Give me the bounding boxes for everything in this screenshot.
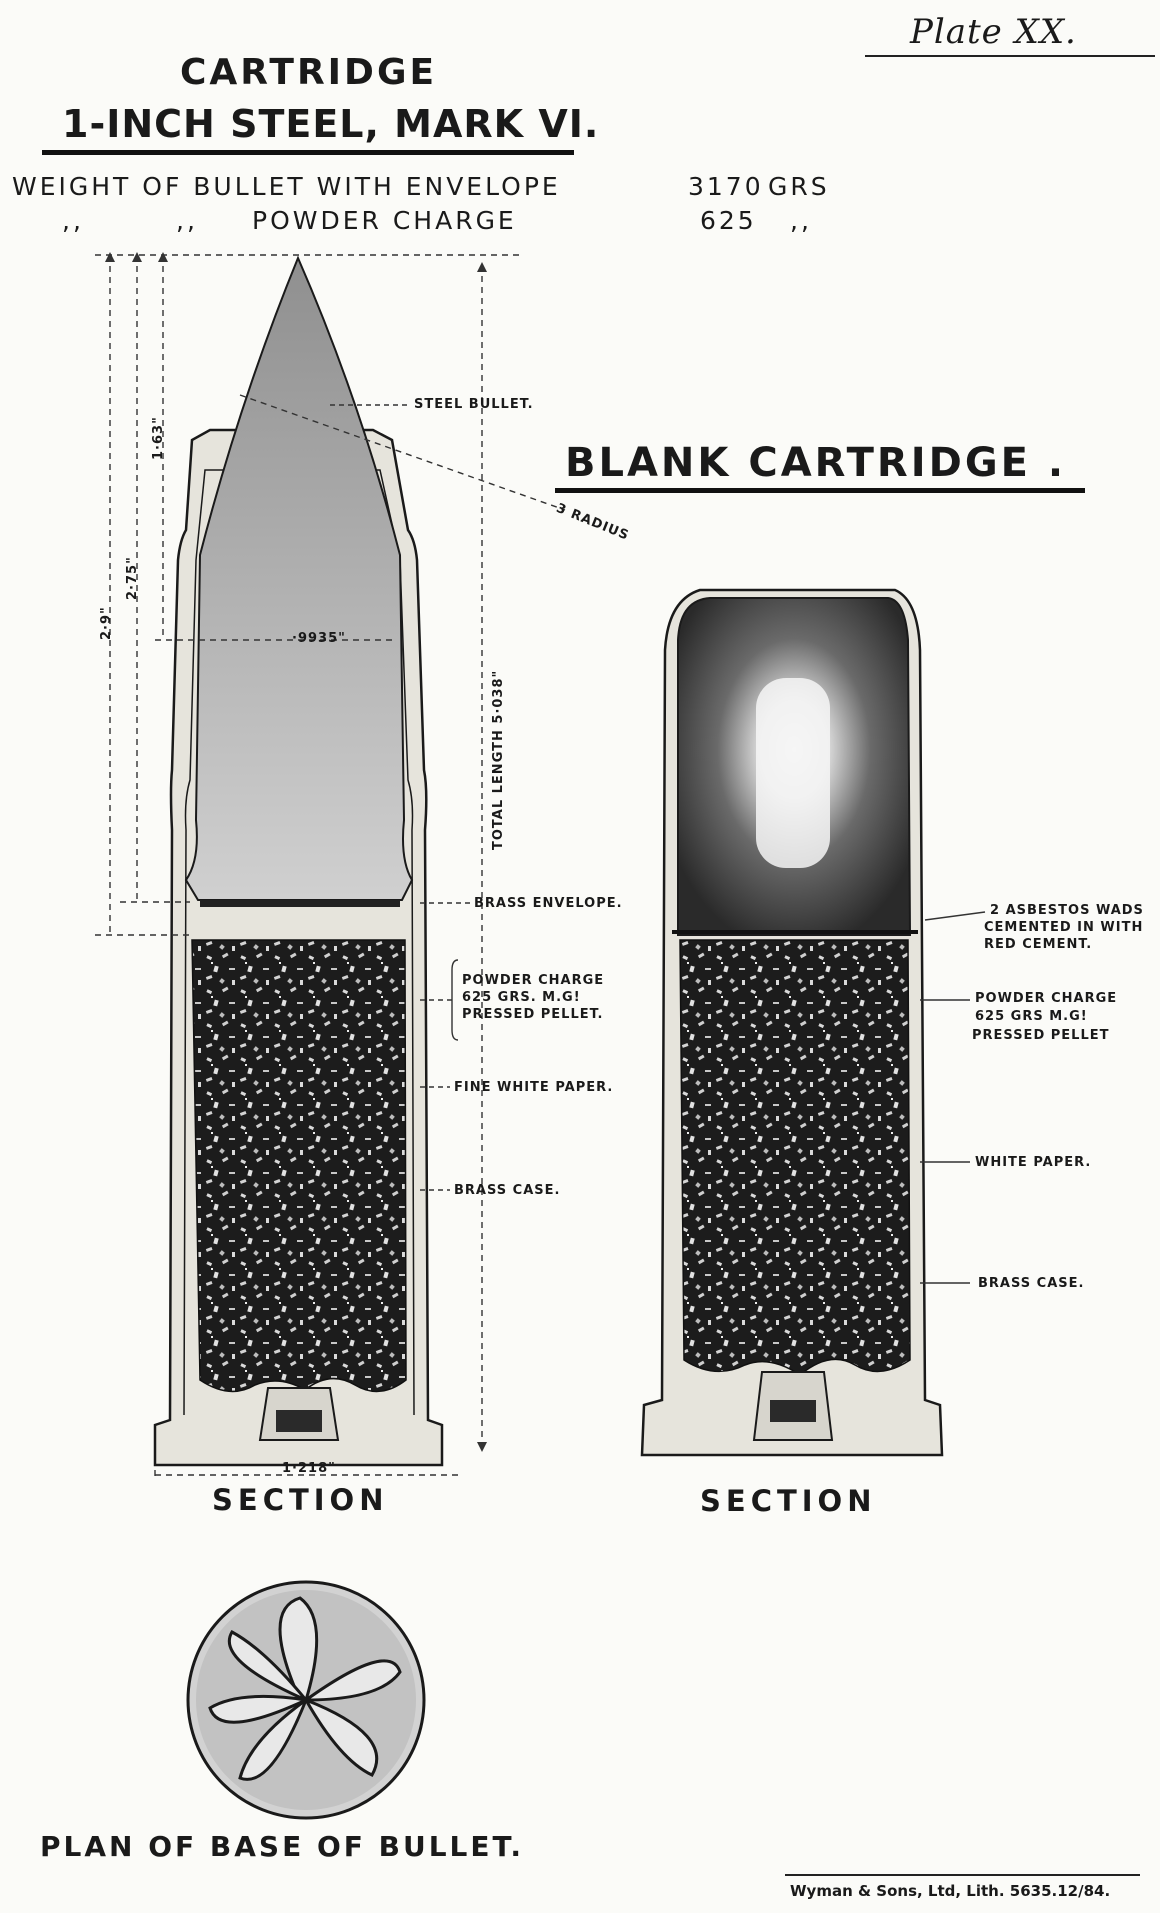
label-powder-charge-1: POWDER CHARGE — [462, 973, 605, 988]
spec-row2-label: POWDER CHARGE — [252, 206, 517, 235]
ball-dimension-lines — [95, 254, 566, 1480]
label-blank-brass-case: BRASS CASE. — [978, 1276, 1085, 1291]
title-line-1: CARTRIDGE — [180, 52, 438, 93]
ball-primer-cap — [276, 1410, 322, 1432]
spec-row2-ditto-1: ,, — [62, 206, 84, 235]
ball-powder-charge — [191, 939, 407, 1393]
label-bullet-diameter: ·9935" — [292, 631, 346, 646]
blank-cartridge-title: BLANK CARTRIDGE . — [565, 440, 1067, 486]
spec-row2-ditto-2: ,, — [176, 206, 198, 235]
blank-powder-charge — [679, 939, 911, 1376]
title-underline — [42, 150, 574, 155]
lithographer-imprint: Wyman & Sons, Ltd, Lith. 5635.12/84. — [790, 1882, 1111, 1900]
blank-leader-lines — [920, 911, 986, 1284]
label-dim-2-75: 2·75" — [125, 556, 140, 600]
blank-cartridge-underline — [555, 488, 1085, 493]
label-blank-powder-3: PRESSED PELLET — [972, 1028, 1110, 1043]
label-fine-white-paper: FINE WHITE PAPER. — [454, 1080, 614, 1095]
plate-underline — [865, 55, 1155, 57]
blank-wad-white-core — [756, 678, 830, 868]
spec-row2-value: 625 — [700, 206, 757, 235]
label-brass-envelope: BRASS ENVELOPE. — [474, 896, 623, 911]
ball-brass-envelope — [200, 900, 400, 907]
blank-primer-cap — [770, 1400, 816, 1422]
ball-steel-bullet — [184, 255, 414, 901]
plate-number: Plate XX. — [910, 12, 1077, 52]
spec-row1-label: WEIGHT OF BULLET WITH ENVELOPE — [12, 172, 561, 201]
label-rim-diameter: 1·218" — [282, 1461, 336, 1476]
ball-leader-lines — [330, 404, 470, 1191]
spec-row1-unit: GRS — [768, 172, 830, 201]
label-white-paper: WHITE PAPER. — [975, 1155, 1092, 1170]
label-powder-charge-2: 625 GRS. M.G! — [462, 990, 581, 1005]
label-asbestos-wads-2: CEMENTED IN WITH — [984, 920, 1144, 935]
label-brass-case: BRASS CASE. — [454, 1183, 561, 1198]
label-blank-powder-2: 625 GRS M.G! — [975, 1009, 1088, 1024]
label-dim-2-9: 2·9" — [99, 606, 114, 640]
spec-row1-value: 3170 — [688, 172, 764, 201]
base-plan-drawing — [186, 1580, 426, 1820]
ball-dimension-arrows — [105, 252, 487, 1452]
label-total-length: TOTAL LENGTH 5·038" — [491, 669, 506, 850]
label-dim-1-63: 1·63" — [151, 416, 166, 460]
label-asbestos-wads-1: 2 ASBESTOS WADS — [990, 903, 1144, 918]
label-steel-bullet: STEEL BULLET. — [414, 397, 534, 412]
ball-cartridge-drawing — [95, 252, 566, 1480]
spec-row2-unit: ,, — [790, 206, 812, 235]
label-blank-powder-1: POWDER CHARGE — [975, 991, 1118, 1006]
imprint-rule — [785, 1874, 1140, 1876]
blank-cartridge-drawing — [640, 588, 986, 1457]
label-powder-charge-3: PRESSED PELLET. — [462, 1007, 604, 1022]
plan-of-base-label: PLAN OF BASE OF BULLET. — [40, 1830, 524, 1863]
label-asbestos-wads-3: RED CEMENT. — [984, 937, 1093, 952]
ball-section-label: SECTION — [212, 1483, 389, 1517]
title-line-2: 1-INCH STEEL, MARK VI. — [62, 102, 600, 146]
blank-section-label: SECTION — [700, 1484, 877, 1518]
